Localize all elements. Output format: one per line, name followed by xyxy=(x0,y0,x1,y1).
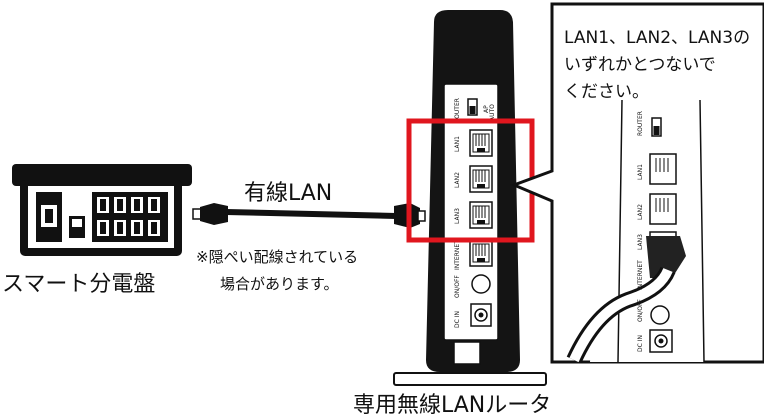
router-power-button: ON/OFF xyxy=(454,274,491,298)
callout-zoom-router: ROUTER LAN1 LAN2 LAN3 INTERNET ON/OFF DC… xyxy=(566,99,705,364)
router-switch-ap: AP xyxy=(483,105,490,113)
callout-line3: ください。 xyxy=(564,82,649,102)
panel-label: スマート分電盤 xyxy=(2,272,155,297)
callout-port-lan1 xyxy=(649,153,677,185)
router-switch-label: ROUTER xyxy=(454,98,461,123)
callout-label-dcin: DC IN xyxy=(637,335,644,352)
cable-right-tip xyxy=(417,210,426,222)
router-port-lan2: LAN2 xyxy=(454,165,493,193)
callout-router-edge xyxy=(617,99,705,363)
panel-breaker-grid xyxy=(92,192,168,242)
cable-note-line2: 場合があります。 xyxy=(220,275,339,293)
router-port-lan3-label: LAN3 xyxy=(454,208,461,224)
router-label: 専用無線LANルータ xyxy=(353,393,551,418)
lan-cable xyxy=(192,203,426,228)
router-port-lan1: LAN1 xyxy=(454,129,493,157)
cable-note-line1: ※隠ぺい配線されている xyxy=(196,248,358,266)
callout-label-lan3: LAN3 xyxy=(637,234,644,250)
callout-label-lan1: LAN1 xyxy=(637,164,644,180)
callout-label-router: ROUTER xyxy=(637,111,644,136)
router-bottom-slot xyxy=(453,341,481,365)
callout-plug xyxy=(646,236,686,278)
router-mode-switch: ROUTER AP AUTO xyxy=(454,98,496,123)
router-port-lan1-label: LAN1 xyxy=(454,136,461,152)
router-dc-in: DC IN xyxy=(454,303,492,328)
callout-line2: いずれかとつないで xyxy=(564,55,716,75)
router-dc-label: DC IN xyxy=(454,311,461,328)
smart-panel xyxy=(12,164,192,256)
router: ROUTER AP AUTO LAN1 LAN2 LAN3 xyxy=(393,10,547,386)
router-port-internet-label: INTERNET xyxy=(454,240,461,270)
callout-label-internet: INTERNET xyxy=(637,260,644,290)
callout-label-lan2: LAN2 xyxy=(637,204,644,220)
router-stand xyxy=(393,372,547,386)
callout: ROUTER LAN1 LAN2 LAN3 INTERNET ON/OFF DC… xyxy=(509,2,764,364)
router-power-label: ON/OFF xyxy=(454,275,461,298)
router-port-lan2-label: LAN2 xyxy=(454,172,461,188)
cable-left-plug xyxy=(200,203,228,225)
router-switch-auto: AUTO xyxy=(489,104,496,121)
cable-left-tip xyxy=(192,208,202,220)
cable-wire xyxy=(225,209,397,219)
callout-line1: LAN1、LAN2、LAN3の xyxy=(564,28,750,48)
router-port-internet: INTERNET xyxy=(454,239,493,270)
cable-label: 有線LAN xyxy=(244,181,332,206)
callout-port-lan2 xyxy=(649,193,677,225)
router-port-lan3: LAN3 xyxy=(454,201,493,229)
callout-power-button xyxy=(650,305,670,325)
callout-label-onoff: ON/OFF xyxy=(637,299,644,322)
